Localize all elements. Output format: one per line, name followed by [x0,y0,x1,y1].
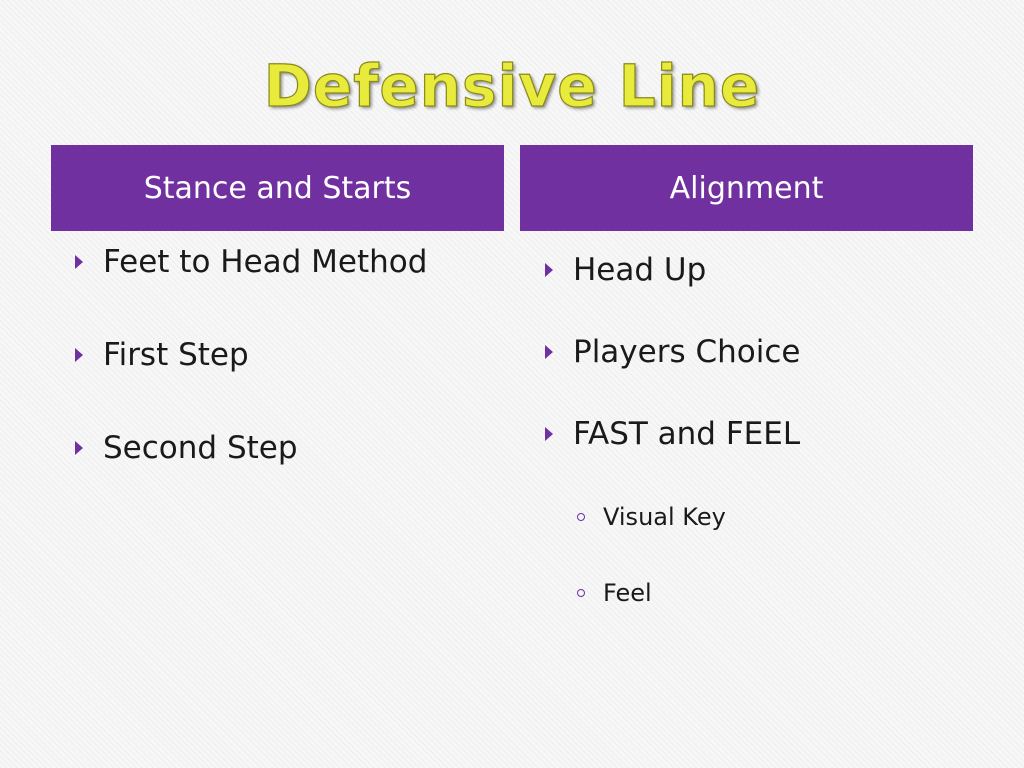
ring-bullet-icon [577,589,585,597]
list-item-text: Feel [603,579,652,607]
list-item: Visual Key [575,500,726,534]
list-item: Second Step [75,426,298,470]
list-item-text: FAST and FEEL [573,416,801,452]
triangle-bullet-icon [75,255,83,269]
list-item: Feel [575,576,652,610]
list-item-text: Second Step [103,430,298,466]
column-header-alignment: Alignment [520,145,973,231]
list-item: Feet to Head Method [75,240,427,284]
list-item-text: Players Choice [573,334,801,370]
triangle-bullet-icon [545,263,553,277]
list-item: First Step [75,333,249,377]
triangle-bullet-icon [75,348,83,362]
list-item-text: First Step [103,337,249,373]
triangle-bullet-icon [545,427,553,441]
list-item: Head Up [545,248,706,292]
ring-bullet-icon [577,513,585,521]
list-item-text: Visual Key [603,503,726,531]
list-item: FAST and FEEL [545,412,800,456]
slide-title: Defensive Line [263,51,761,120]
list-item: Players Choice [545,330,800,374]
triangle-bullet-icon [75,441,83,455]
triangle-bullet-icon [545,345,553,359]
list-item-text: Feet to Head Method [103,244,428,280]
list-item-text: Head Up [573,252,707,288]
column-header-stance-and-starts: Stance and Starts [51,145,504,231]
